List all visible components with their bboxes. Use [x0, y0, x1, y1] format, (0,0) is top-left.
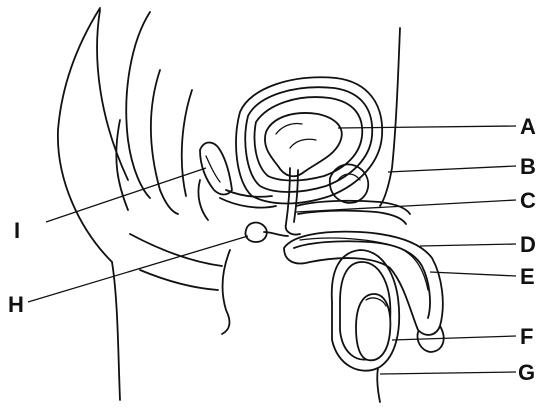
label-h: H [8, 292, 24, 317]
label-a: A [520, 114, 536, 139]
leader-a [338, 126, 516, 128]
label-e: E [520, 264, 535, 289]
back-contour [58, 8, 150, 400]
label-g: G [518, 360, 535, 385]
leader-b [388, 166, 516, 172]
cowpers-gland [245, 223, 288, 242]
bladder [236, 77, 382, 203]
leader-e [430, 272, 516, 276]
label-d: D [520, 232, 536, 257]
label-i: I [14, 218, 20, 243]
label-b: B [520, 154, 536, 179]
vas-deferens [296, 201, 410, 224]
pubic-bone [330, 164, 368, 202]
urethra [286, 168, 300, 235]
label-f: F [520, 324, 533, 349]
labels: A B C D E F G H I [8, 114, 536, 385]
seminal-vesicle [200, 143, 276, 208]
leader-d [420, 244, 516, 246]
sacrum [151, 70, 208, 220]
label-c: C [520, 188, 536, 213]
testis [356, 294, 390, 360]
leader-g [380, 372, 516, 374]
leader-f [392, 336, 516, 340]
leader-h [28, 236, 248, 302]
